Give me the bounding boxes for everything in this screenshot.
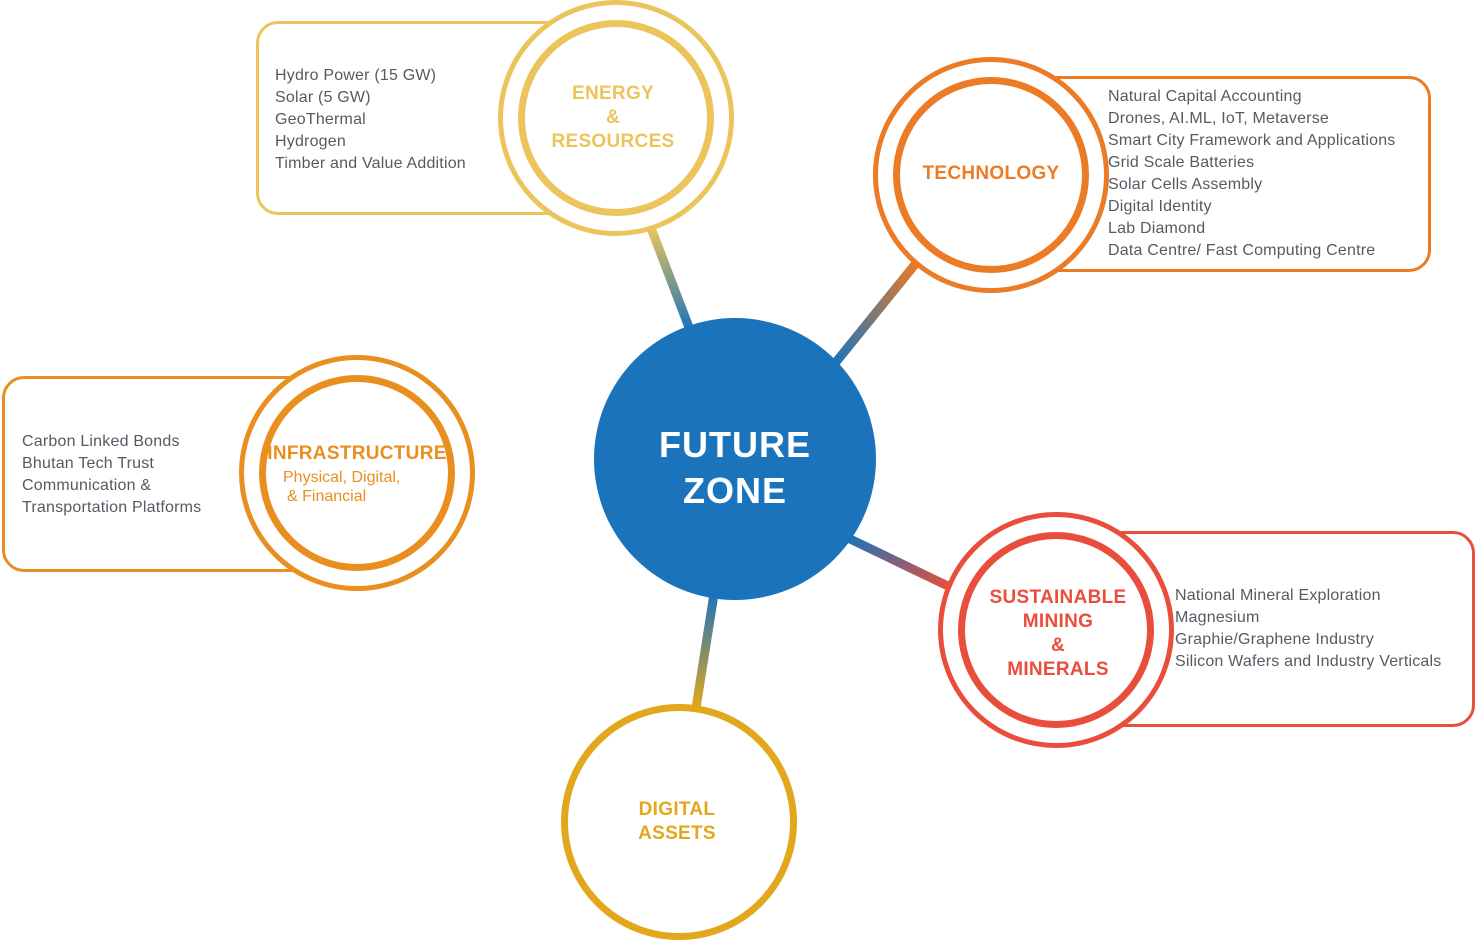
mining-circle	[958, 532, 1154, 728]
list-item: Lab Diamond	[1108, 220, 1206, 237]
connector-technology	[832, 259, 921, 365]
hub-line-2: ZONE	[682, 470, 787, 511]
list-item: Solar (5 GW)	[275, 89, 371, 106]
future-zone-hub	[594, 318, 876, 600]
list-item: Timber and Value Addition	[275, 155, 466, 172]
technology-title: TECHNOLOGY	[893, 162, 1089, 186]
title-line: &	[605, 107, 621, 128]
infrastructure-circle	[259, 375, 455, 571]
list-item: Hydro Power (15 GW)	[275, 67, 437, 84]
title-line: MINERALS	[1007, 659, 1109, 680]
digital-title: DIGITAL ASSETS	[577, 798, 777, 846]
list-item: GeoThermal	[275, 111, 366, 128]
connector-energy	[646, 226, 695, 332]
list-item: Grid Scale Batteries	[1108, 154, 1255, 171]
list-item: Digital Identity	[1108, 198, 1212, 215]
infrastructure-subtitle-line: & Financial	[287, 488, 367, 505]
infrastructure-subtitle-line: Physical, Digital,	[283, 469, 401, 486]
list-item: Magnesium	[1175, 609, 1260, 626]
list-item: Bhutan Tech Trust	[22, 455, 155, 472]
energy-circle	[518, 20, 714, 216]
title-line: INFRASTRUCTURE	[267, 443, 447, 464]
hub-line-1: FUTURE	[659, 424, 811, 465]
title-line: TECHNOLOGY	[922, 163, 1060, 184]
title-line: ENERGY	[571, 83, 655, 104]
future-zone-title: FUTURE ZONE	[594, 422, 876, 514]
infrastructure-title: INFRASTRUCTURE	[261, 442, 453, 466]
list-item: Silicon Wafers and Industry Verticals	[1175, 653, 1442, 670]
title-line: ASSETS	[638, 823, 716, 844]
list-item: Data Centre/ Fast Computing Centre	[1108, 242, 1376, 259]
title-line: MINING	[1022, 611, 1094, 632]
title-line: DIGITAL	[638, 799, 716, 820]
list-item: Communication &	[22, 477, 152, 494]
title-line: &	[1050, 635, 1066, 656]
energy-title: ENERGY & RESOURCES	[518, 82, 708, 154]
list-item: Graphie/Graphene Industry	[1175, 631, 1374, 648]
infrastructure-subtitle: Physical, Digital, & Financial	[283, 468, 400, 506]
list-item: Solar Cells Assembly	[1108, 176, 1263, 193]
title-line: RESOURCES	[551, 131, 675, 152]
digital-circle	[561, 704, 797, 940]
list-item: Drones, AI.ML, IoT, Metaverse	[1108, 110, 1329, 127]
mining-title: SUSTAINABLE MINING & MINERALS	[958, 586, 1158, 682]
title-line: SUSTAINABLE	[989, 587, 1127, 608]
technology-circle	[893, 77, 1089, 273]
list-item: Carbon Linked Bonds	[22, 433, 180, 450]
connector-mining	[846, 533, 952, 592]
list-item: Transportation Platforms	[22, 499, 202, 516]
connector-digital	[691, 593, 719, 709]
energy-items: Hydro Power (15 GW) Solar (5 GW) GeoTherma…	[275, 65, 466, 175]
list-item: Smart City Framework and Applications	[1108, 132, 1396, 149]
list-item: Natural Capital Accounting	[1108, 88, 1302, 105]
list-item: Hydrogen	[275, 133, 346, 150]
list-item: National Mineral Exploration	[1175, 587, 1381, 604]
